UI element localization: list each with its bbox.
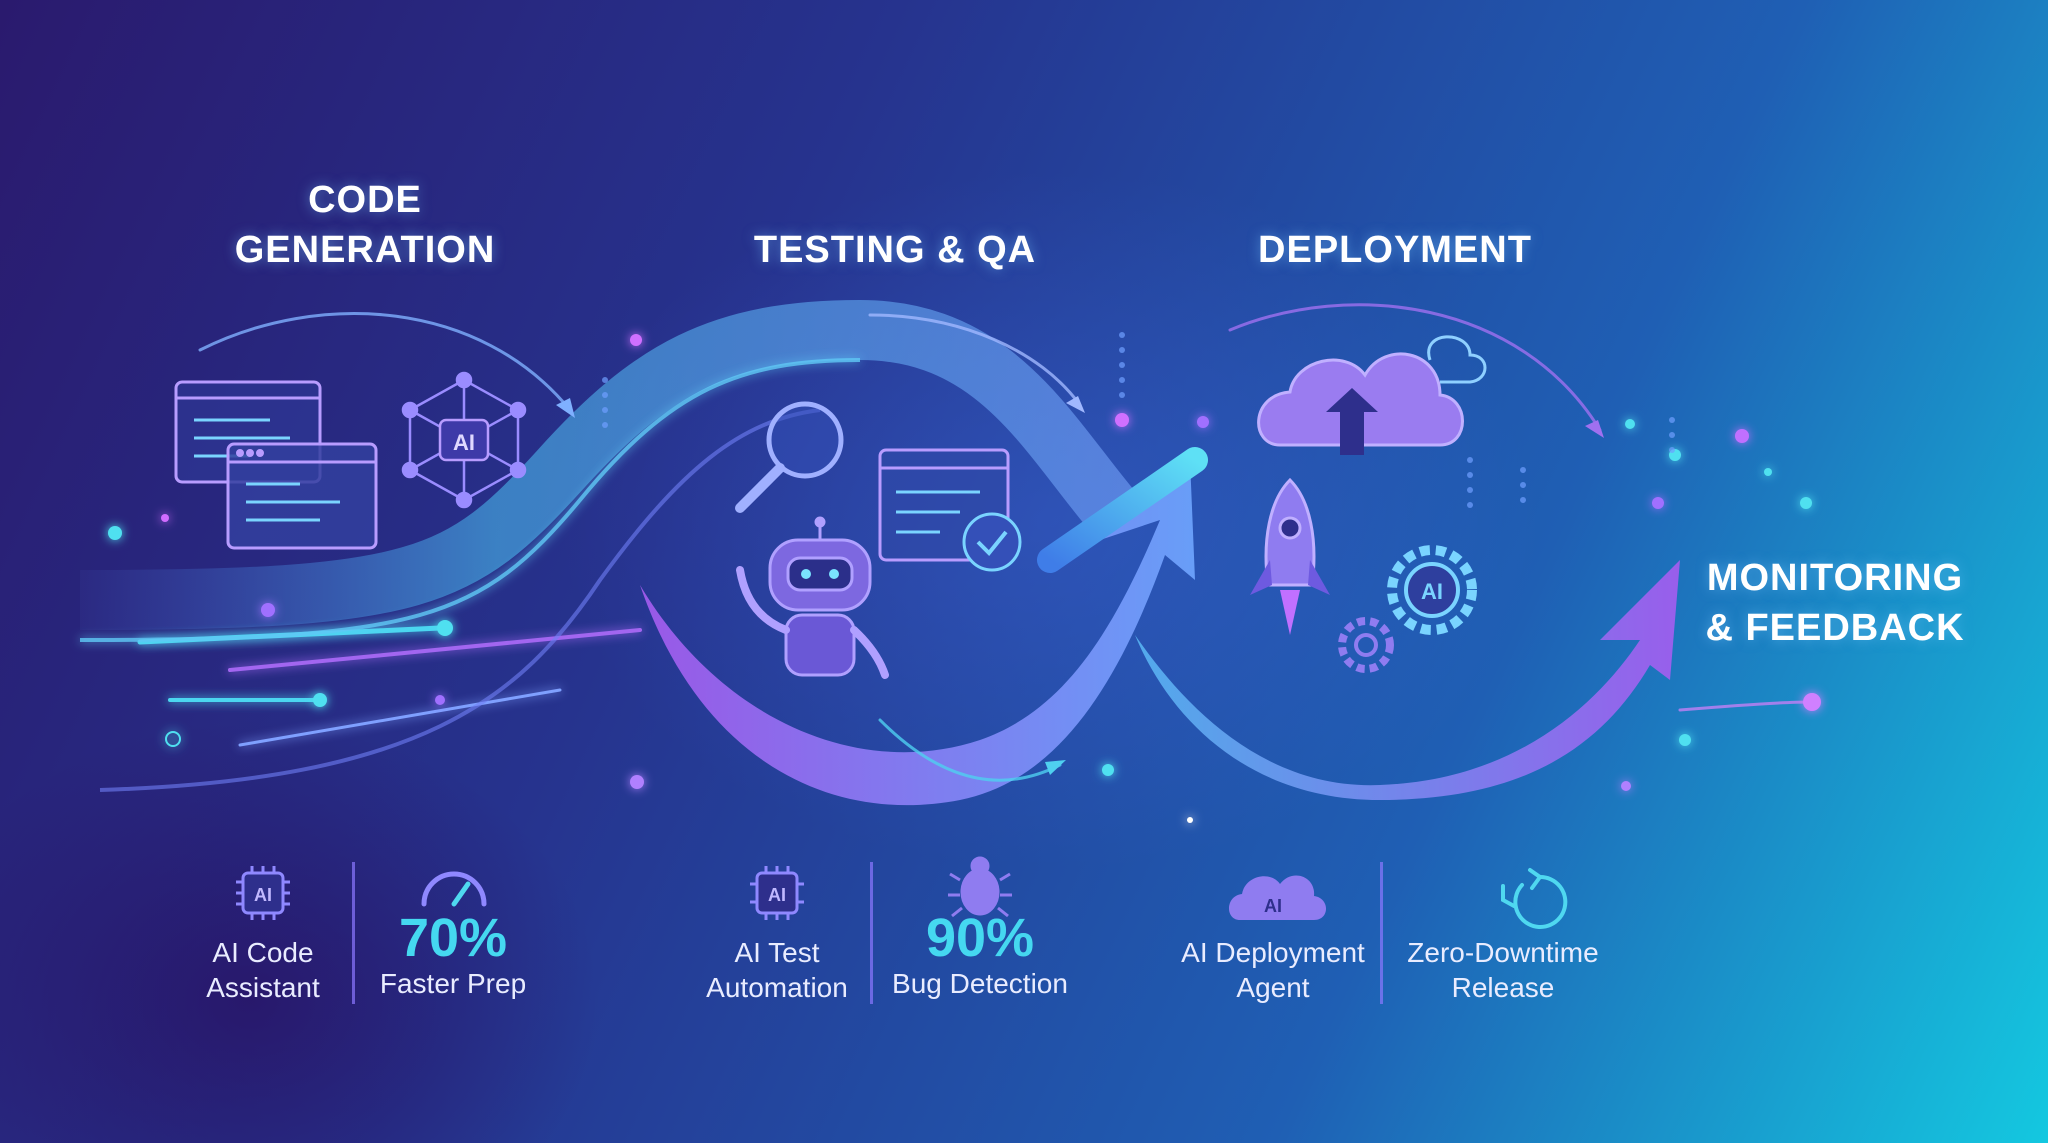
- metric-zero-downtime-release: Zero-Downtime Release: [1393, 935, 1613, 1005]
- speed-lines: [137, 625, 642, 747]
- svg-text:AI: AI: [254, 885, 272, 905]
- metric-label: Zero-Downtime Release: [1407, 937, 1599, 1003]
- gear-badge-text: AI: [1421, 579, 1443, 604]
- metric-label: Bug Detection: [892, 968, 1068, 999]
- flow-band: [79, 299, 1143, 630]
- metric-ai-code-assistant: AI Code Assistant: [163, 935, 363, 1005]
- divider: [352, 862, 355, 1004]
- metric-ai-test-automation: AI Test Automation: [677, 935, 877, 1005]
- deployment-arrow: [1135, 560, 1680, 800]
- ai-gear-icon: [1338, 545, 1477, 673]
- clock-refresh-icon: [1501, 868, 1568, 929]
- svg-text:AI: AI: [768, 885, 786, 905]
- gauge-icon: [421, 871, 487, 907]
- metric-label: Faster Prep: [379, 968, 527, 999]
- checklist-icon: [878, 448, 1022, 572]
- stage-title-testing-qa: TESTING & QA: [753, 229, 1037, 271]
- metric-label: AI Deployment Agent: [1181, 937, 1365, 1003]
- metric-label: AI Test Automation: [706, 937, 848, 1003]
- ai-cloud-icon: [1228, 875, 1326, 920]
- svg-text:AI: AI: [1264, 896, 1282, 916]
- stage-title-monitoring-feedback: MONITORING & FEEDBACK: [1705, 557, 1965, 649]
- dotted-columns: [602, 332, 1675, 508]
- stage-title-code-generation: CODE GENERATION: [234, 179, 496, 271]
- metric-ai-deployment-agent: AI Deployment Agent: [1163, 935, 1383, 1005]
- metric-value: 90%: [925, 908, 1035, 968]
- magnifier-icon: [735, 401, 844, 513]
- metric-value: 70%: [398, 908, 508, 968]
- bug-icon: [948, 856, 1012, 918]
- metric-label: AI Code Assistant: [206, 937, 320, 1003]
- ai-chip-icon: [750, 866, 804, 920]
- neural-network-icon: [401, 371, 527, 509]
- code-windows-icon: [174, 380, 378, 550]
- testing-arrow: [640, 460, 1195, 806]
- ai-badge-text: AI: [453, 430, 475, 455]
- rocket-icon: [1250, 477, 1330, 635]
- metric-faster-prep: 70% Faster Prep: [353, 910, 553, 1001]
- divider: [1380, 862, 1383, 1004]
- divider: [870, 862, 873, 1004]
- metric-bug-detection: 90% Bug Detection: [870, 910, 1090, 1001]
- cloud-upload-icon: [1257, 335, 1487, 455]
- particle-dots: [108, 334, 1812, 823]
- ai-chip-icon: [236, 866, 290, 920]
- robot-icon: [736, 516, 889, 679]
- stage-title-deployment: DEPLOYMENT: [1258, 229, 1532, 271]
